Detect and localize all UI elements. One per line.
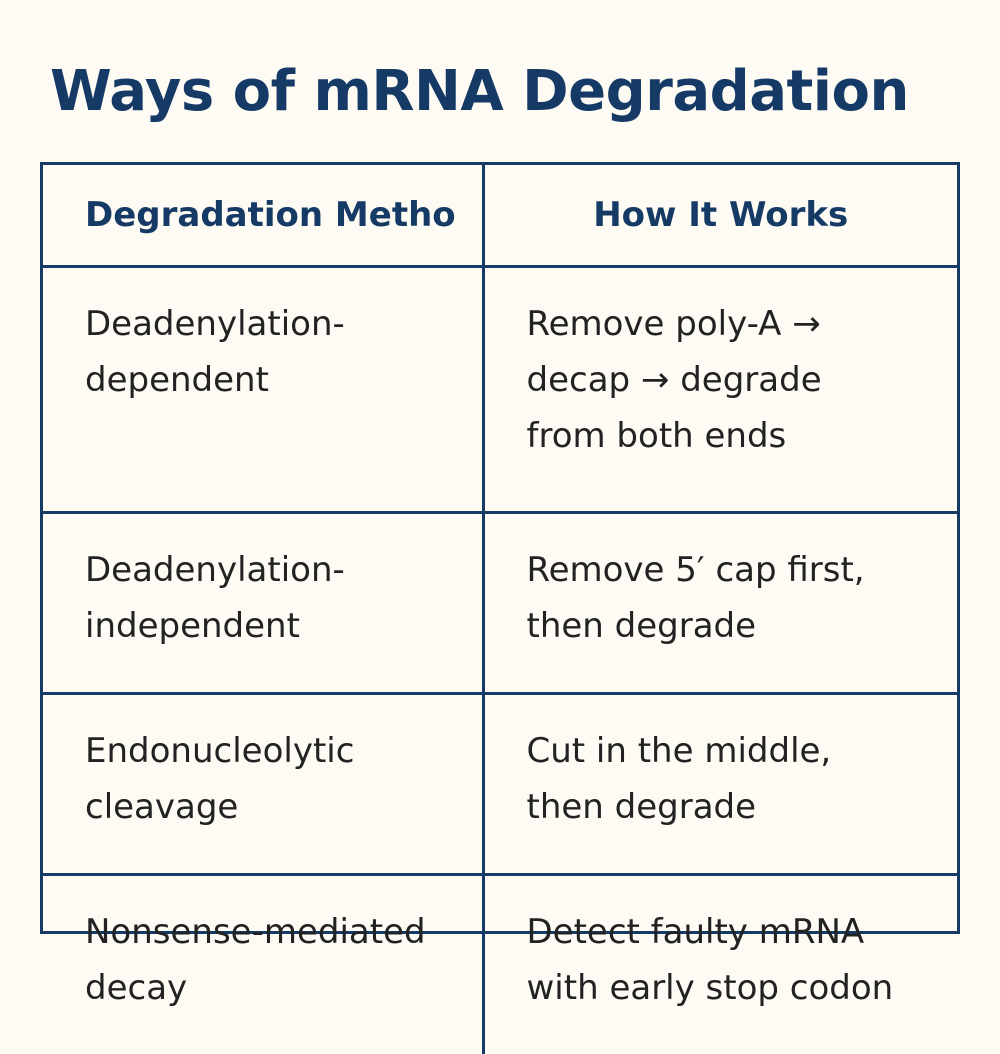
cell-text-line: Nonsense-mediated: [85, 904, 472, 960]
cell-text-line: Detect faulty mRNA: [527, 904, 948, 960]
how-it-works-cell: Detect faulty mRNA with early stop codon: [483, 875, 957, 1054]
how-it-works-cell: Remove poly-A → decap → degrade from bot…: [483, 267, 957, 513]
cell-text-line: with early stop codon: [527, 960, 948, 1016]
method-cell: Deadenylation- dependent: [43, 267, 483, 513]
cell-text-line: Remove 5′ cap first,: [527, 542, 948, 598]
cell-text-line: cleavage: [85, 779, 472, 835]
table-header-row: Degradation Metho How It Works: [43, 165, 957, 267]
cell-text-line: decap → degrade: [527, 352, 948, 408]
degradation-table-grid: Degradation Metho How It Works Deadenyla…: [43, 165, 957, 1054]
how-it-works-cell: Cut in the middle, then degrade: [483, 694, 957, 875]
column-header-method: Degradation Metho: [43, 165, 483, 267]
how-it-works-cell: Remove 5′ cap first, then degrade: [483, 513, 957, 694]
cell-text-line: Endonucleolytic: [85, 723, 472, 779]
cell-text-line: decay: [85, 960, 472, 1016]
cell-text-line: from both ends: [527, 408, 948, 464]
cell-text-line: then degrade: [527, 598, 948, 654]
method-cell: Nonsense-mediated decay: [43, 875, 483, 1054]
method-cell: Endonucleolytic cleavage: [43, 694, 483, 875]
table-row: Nonsense-mediated decay Detect faulty mR…: [43, 875, 957, 1054]
table-row: Deadenylation- dependent Remove poly-A →…: [43, 267, 957, 513]
cell-text-line: Cut in the middle,: [527, 723, 948, 779]
cell-text-line: dependent: [85, 352, 472, 408]
cell-text-line: then degrade: [527, 779, 948, 835]
column-header-how-it-works: How It Works: [483, 165, 957, 267]
page-title: Ways of mRNA Degradation: [50, 52, 909, 132]
degradation-table: Degradation Metho How It Works Deadenyla…: [40, 162, 960, 934]
table-row: Endonucleolytic cleavage Cut in the midd…: [43, 694, 957, 875]
cell-text-line: Deadenylation-: [85, 296, 472, 352]
cell-text-line: Remove poly-A →: [527, 296, 948, 352]
method-cell: Deadenylation- independent: [43, 513, 483, 694]
cell-text-line: independent: [85, 598, 472, 654]
cell-text-line: Deadenylation-: [85, 542, 472, 598]
table-row: Deadenylation- independent Remove 5′ cap…: [43, 513, 957, 694]
